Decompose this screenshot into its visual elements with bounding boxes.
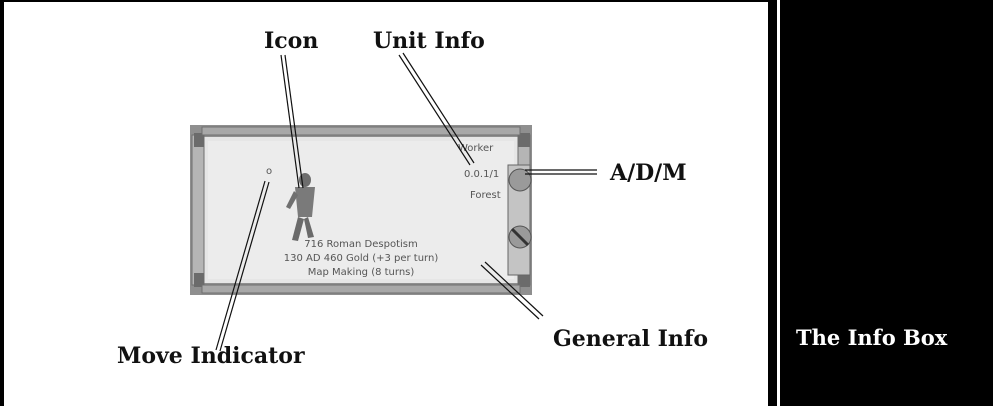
callout-general-info: General Info <box>553 326 709 352</box>
unit-name: Worker <box>458 143 494 154</box>
icon-line <box>280 54 300 189</box>
callout-move-indicator: Move Indicator <box>117 343 305 369</box>
city-line: 716 Roman Despotism <box>304 239 418 250</box>
callout-icon: Icon <box>264 28 319 54</box>
info-box-frame <box>190 125 532 295</box>
top-border <box>0 0 768 2</box>
info-box-screenshot: Worker 0.0.1/1 Forest o 716 Roman Despot… <box>190 125 532 295</box>
sidebar <box>780 0 993 406</box>
move-indicator-line <box>215 180 266 351</box>
unit-terrain: Forest <box>470 190 501 201</box>
callout-lines <box>215 52 597 352</box>
research-line: Map Making (8 turns) <box>307 267 415 278</box>
callout-unit-info: Unit Info <box>373 28 485 54</box>
column-divider <box>768 0 777 406</box>
move-dot: o <box>266 166 273 177</box>
general-info-line <box>484 261 544 317</box>
callout-adm: A/D/M <box>610 160 687 186</box>
resources-line: 130 AD 460 Gold (+3 per turn) <box>283 253 439 264</box>
unit-stats: 0.0.1/1 <box>464 169 500 180</box>
unit-info-line <box>398 54 471 166</box>
sidebar-title: The Info Box <box>796 325 948 350</box>
left-border <box>0 0 4 406</box>
